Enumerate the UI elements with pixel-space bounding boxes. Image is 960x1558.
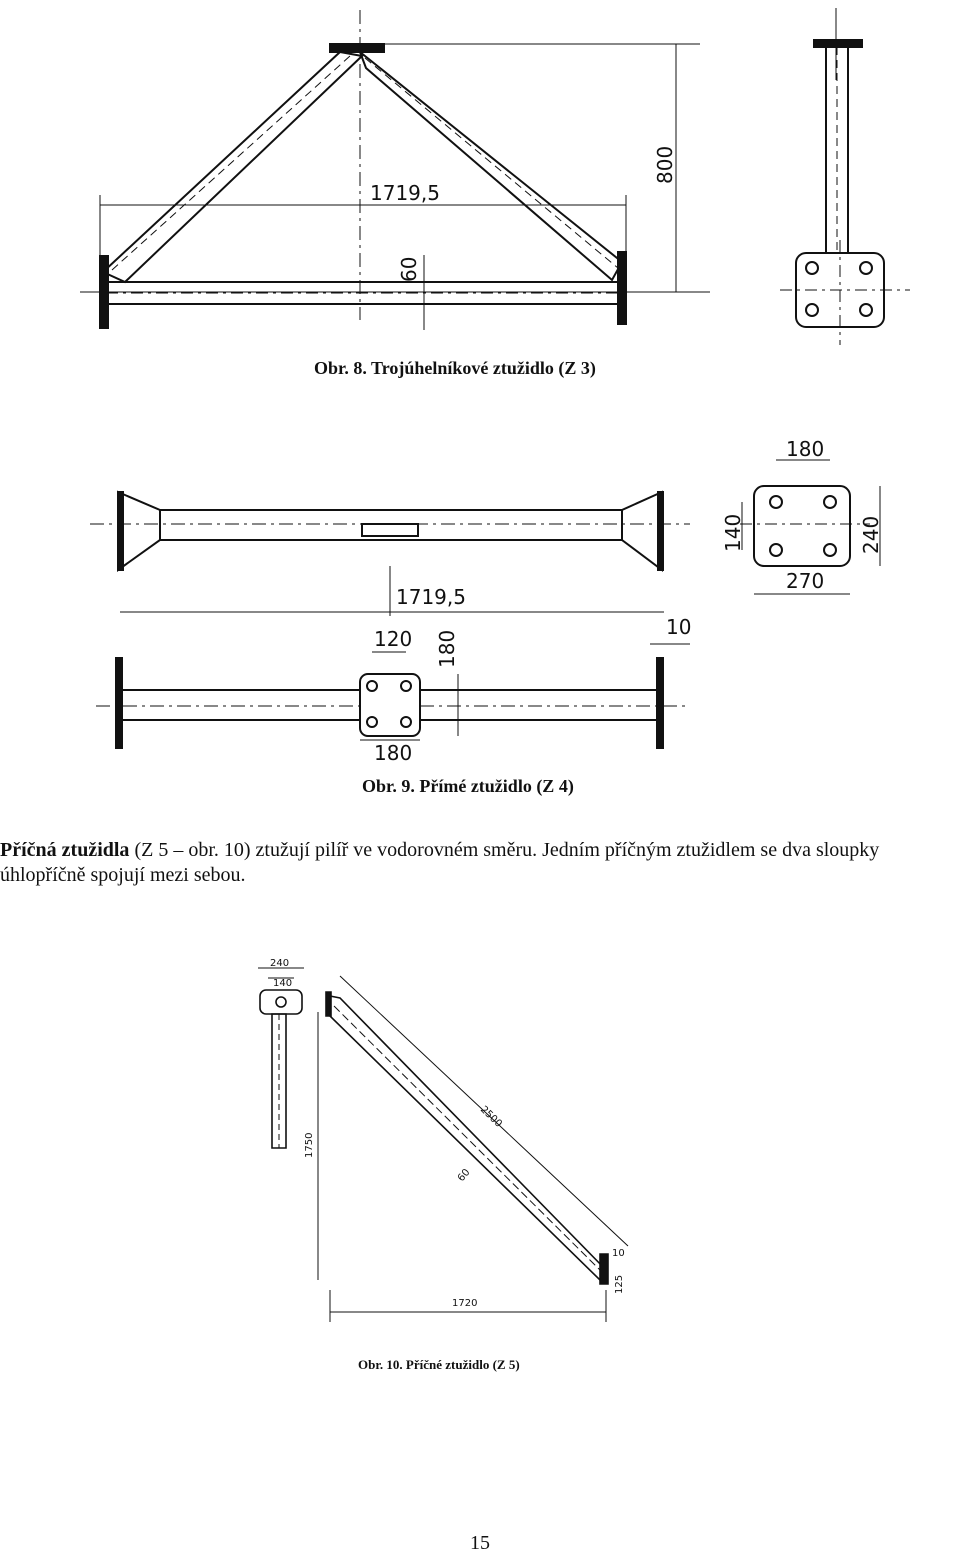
fig10-dim-plate-inner: 140 [273,978,292,989]
fig10-dim-end-plate-h: 125 [614,1275,625,1294]
fig9-dim-mid-w-bottom: 180 [374,741,412,765]
fig9-dim-end-plate: 10 [666,615,691,639]
fig9-dim-span: 1719,5 [396,585,466,609]
figure-8-drawing: 1719,5 800 60 [0,0,960,400]
fig10-dim-section: 60 [456,1167,473,1184]
fig8-dim-height: 800 [653,146,677,184]
fig9-dim-plate-outer: 240 [859,516,883,554]
fig9-dim-mid-w: 120 [374,627,412,651]
figure-10-caption: Obr. 10. Příčné ztužidlo (Z 5) [358,1357,520,1372]
fig9-dim-plate-top: 180 [786,440,824,461]
figure-10-drawing: 240 140 1750 2500 60 10 125 1720 [0,958,960,1370]
fig9-dim-mid-h: 180 [435,630,459,668]
figure-9-drawing: 180 140 240 270 1719,5 10 120 180 180 [0,440,883,765]
paragraph-text: (Z 5 – obr. 10) ztužují pilíř ve vodorov… [0,839,880,886]
fig8-dim-span: 1719,5 [370,181,440,205]
paragraph-lead: Příčná ztužidla [0,839,130,861]
fig9-dim-plate-h: 140 [721,514,745,552]
fig10-dim-end-plate: 10 [612,1248,625,1259]
fig10-dim-span: 1720 [452,1298,477,1309]
page-number: 15 [470,1532,490,1554]
fig10-dim-height: 1750 [304,1133,315,1158]
fig10-dim-plate-w: 240 [270,958,289,969]
fig8-dim-depth: 60 [397,257,421,282]
fig9-dim-plate-bottom: 270 [786,569,824,593]
figure-9-caption: Obr. 9. Přímé ztužidlo (Z 4) [362,776,574,796]
body-paragraph: Příčná ztužidla (Z 5 – obr. 10) ztužují … [0,838,960,888]
figure-8-caption: Obr. 8. Trojúhelníkové ztužidlo (Z 3) [314,358,596,378]
